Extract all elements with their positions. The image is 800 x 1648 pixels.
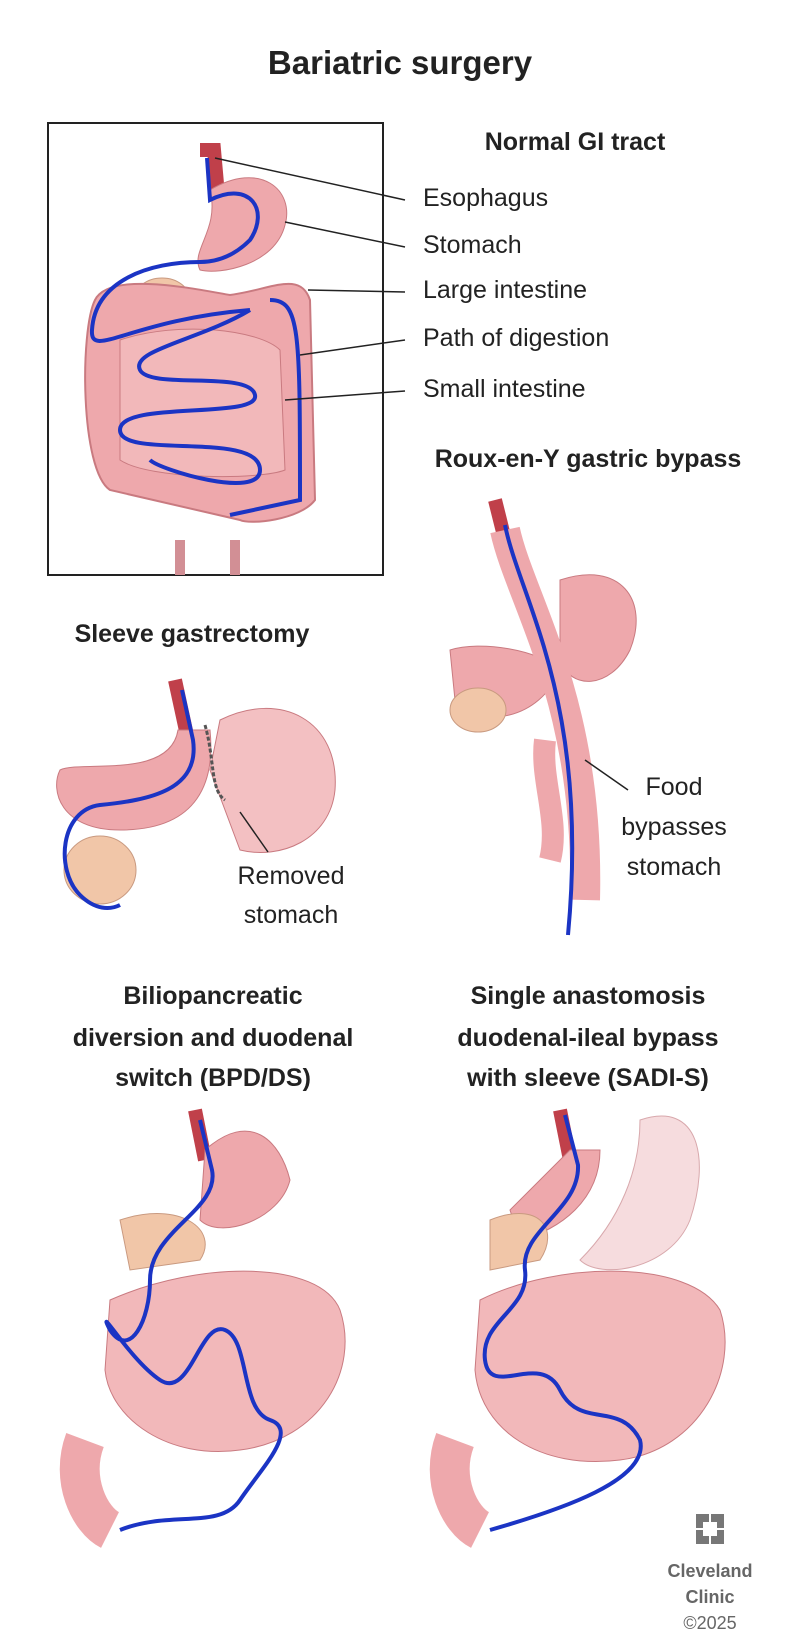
roux-note-3: stomach (626, 853, 722, 881)
sleeve-note-1: Removed (237, 862, 345, 890)
sadi-heading-2: duodenal-ileal bypass (457, 1024, 719, 1052)
page-title: Bariatric surgery (267, 44, 533, 81)
bpd-heading-1: Biliopancreatic (123, 982, 303, 1010)
normal-leader-lines (214, 157, 406, 401)
roux-note-1: Food (645, 773, 703, 801)
bpd-illustration (59, 1108, 346, 1548)
sleeve-note-2: stomach (243, 901, 339, 929)
removed-stomach-shape (579, 1115, 700, 1271)
bypassed-stomach-shape (559, 574, 637, 682)
path-of-digestion-arrow (89, 157, 303, 517)
roux-note-2: bypasses (621, 813, 727, 841)
label-stomach: Stomach (423, 231, 522, 259)
label-small-intestine: Small intestine (423, 375, 586, 403)
cleveland-clinic-logo-icon (696, 1514, 724, 1544)
sadi-path-arrow (482, 1114, 643, 1532)
label-path-of-digestion: Path of digestion (423, 324, 610, 352)
roux-heading: Roux-en-Y gastric bypass (434, 445, 742, 473)
sadi-heading-3: with sleeve (SADI-S) (467, 1064, 709, 1092)
normal-gi-heading: Normal GI tract (484, 128, 666, 156)
bpd-heading-3: switch (BPD/DS) (115, 1064, 311, 1092)
sadi-illustration (429, 1108, 726, 1548)
stomach-shape (197, 177, 288, 272)
bpd-path-arrow (104, 1119, 283, 1532)
logo-name-1: Cleveland (667, 1561, 753, 1581)
sleeve-illustration (56, 678, 336, 910)
logo-text: Cleveland Clinic ©2025 (650, 1558, 770, 1636)
sleeve-path-arrow (62, 689, 196, 910)
roux-illustration (449, 498, 637, 936)
sadi-heading-1: Single anastomosis (470, 982, 706, 1010)
normal-gi-illustration (84, 143, 317, 575)
sleeve-heading: Sleeve gastrectomy (74, 620, 310, 648)
label-esophagus: Esophagus (423, 184, 549, 212)
logo-name-2: Clinic (685, 1587, 735, 1607)
bpd-heading-2: diversion and duodenal (72, 1024, 354, 1052)
label-large-intestine: Large intestine (423, 276, 588, 304)
roux-path-arrow (503, 524, 575, 936)
removed-stomach-shape (209, 707, 336, 853)
small-intestine-shape (119, 328, 286, 478)
normal-gi-frame (47, 122, 384, 576)
copyright: ©2025 (683, 1613, 737, 1633)
